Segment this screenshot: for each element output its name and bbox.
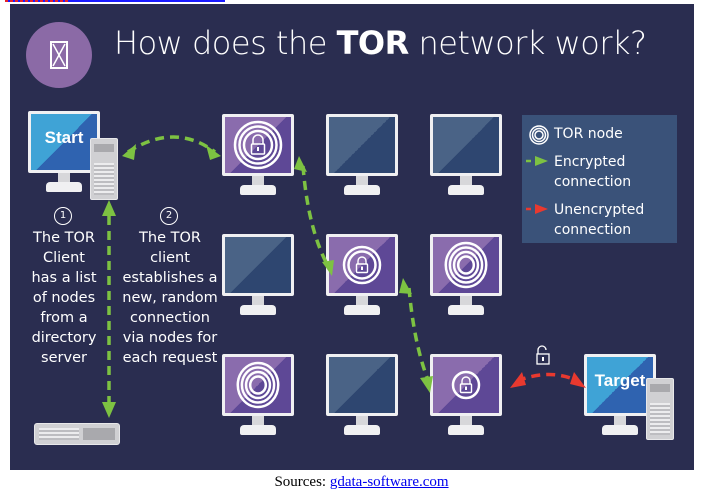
top-spellcheck-mark <box>5 0 70 2</box>
step-1-number: 1 <box>54 207 72 225</box>
figure-caption: Sources: gdata-software.com <box>274 474 449 490</box>
monitor-base <box>448 185 484 195</box>
monitor-base <box>240 425 276 435</box>
step-2-text: The TOR client establishes a new, random… <box>122 230 218 366</box>
monitor-screen <box>430 114 502 176</box>
monitor-screen <box>326 354 398 416</box>
monitor-screen <box>222 234 294 296</box>
monitor-screen <box>430 354 502 416</box>
monitor-base <box>240 185 276 195</box>
arrowhead <box>206 145 221 160</box>
source-link[interactable]: gdata-software.com <box>329 474 449 490</box>
monitor-screen <box>430 234 502 296</box>
monitor-base <box>240 305 276 315</box>
tor-logo <box>26 22 92 88</box>
tor-node-computer <box>430 354 502 438</box>
tor-browser-logo-icon <box>50 41 68 69</box>
computer <box>430 114 502 198</box>
start-tower <box>90 138 118 200</box>
tor-infographic: How does the TOR network work? Start Tar… <box>10 4 694 470</box>
legend-unencrypted: Unencrypted connection <box>554 202 645 238</box>
step-2-number: 2 <box>160 207 178 225</box>
monitor-stand <box>252 176 264 186</box>
unencrypted-connection-node3-target <box>516 372 579 383</box>
monitor-screen <box>222 114 294 176</box>
arrowhead <box>510 372 526 388</box>
monitor-screen <box>222 354 294 416</box>
tor-node-computer <box>430 234 502 318</box>
monitor-stand <box>460 416 472 426</box>
tor-node-locked-icon <box>451 370 481 400</box>
tor-node-locked-icon <box>233 120 283 170</box>
monitor-stand <box>252 416 264 426</box>
tor-node-locked-icon <box>342 245 382 285</box>
monitor-stand <box>460 176 472 186</box>
start-label: Start <box>44 128 84 147</box>
arrowhead <box>294 156 307 172</box>
directory-server <box>34 423 120 445</box>
green-arrow-icon <box>526 156 548 166</box>
monitor-base <box>344 185 380 195</box>
monitor-stand <box>356 416 368 426</box>
monitor-screen <box>326 114 398 176</box>
monitor-stand <box>356 296 368 306</box>
arrowhead <box>102 200 116 216</box>
monitor-base <box>344 305 380 315</box>
tor-node-computer <box>222 354 294 438</box>
computer <box>326 354 398 438</box>
monitor-base <box>448 305 484 315</box>
tor-node-computer <box>222 114 294 198</box>
arrowhead <box>399 278 412 294</box>
target-tower <box>646 378 674 440</box>
unlocked-padlock-icon <box>536 345 550 365</box>
start-computer: Start <box>28 111 100 195</box>
page-title: How does the TOR network work? <box>114 24 647 62</box>
tor-node-computer <box>326 234 398 318</box>
arrowhead <box>122 144 136 160</box>
computer <box>326 114 398 198</box>
encrypted-connection-start-node1 <box>127 135 217 154</box>
red-arrow-icon <box>526 204 548 214</box>
encrypted-connection-node1-node2 <box>301 165 330 267</box>
monitor-screen <box>326 234 398 296</box>
monitor-stand <box>356 176 368 186</box>
legend-tor-node: TOR node <box>554 126 623 142</box>
legend: TOR node Encrypted connection Unencrypte… <box>522 115 677 243</box>
tor-node-icon <box>444 241 488 289</box>
monitor-base <box>344 425 380 435</box>
tor-node-icon <box>236 361 280 409</box>
monitor-base <box>448 425 484 435</box>
legend-encrypted: Encrypted connection <box>554 154 632 190</box>
encrypted-connection-node2-node3 <box>407 287 430 381</box>
arrowhead <box>102 402 116 418</box>
start-screen: Start <box>28 111 100 173</box>
monitor-stand <box>460 296 472 306</box>
computer <box>222 234 294 318</box>
top-link-underline <box>5 0 225 2</box>
step-1-text: The TOR Client has a list of nodes from … <box>31 230 97 366</box>
target-label: Target <box>594 371 646 390</box>
tor-node-icon <box>529 125 549 145</box>
monitor-stand <box>252 296 264 306</box>
